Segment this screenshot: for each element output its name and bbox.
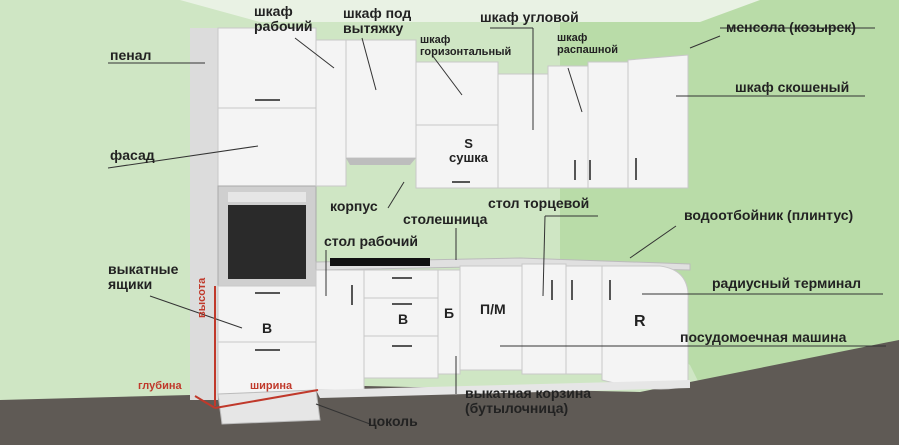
label-shkaf-skoshenyi: шкаф скошеный: [735, 79, 850, 95]
penal-side: [190, 28, 218, 400]
upper-cabinet-hinged-2: [587, 61, 629, 189]
letter-b-bottle: Б: [444, 305, 455, 321]
label-shkaf-uglovoy: шкаф угловой: [480, 9, 579, 25]
end-table: [521, 263, 567, 375]
upper-cabinet-working: [315, 39, 347, 187]
penal-mid-facade: [217, 107, 317, 187]
label-radiusnyi-terminal: радиусный терминал: [712, 275, 862, 291]
label-stol-torcevoy: стол торцевой: [488, 195, 590, 211]
label-stoleshnica: столешница: [403, 211, 488, 227]
plinth: [217, 389, 321, 425]
label-shkaf-raspashnoy: шкаф распашной: [557, 32, 619, 56]
letter-b-drawers: B: [398, 311, 409, 327]
letter-pm: П/М: [480, 301, 506, 317]
ceiling: [180, 0, 760, 22]
upper-cabinet-slanted: [627, 54, 689, 189]
bottle-basket: [437, 269, 461, 375]
oven-controls: [228, 192, 306, 202]
dim-shirina: ширина: [250, 380, 293, 392]
label-vykatnye-yashchiki: выкатные ящики: [108, 261, 179, 292]
label-shkaf-rabochiy: шкаф рабочий: [254, 3, 313, 34]
range-hood: [346, 158, 416, 165]
label-mensola: менсола (козырек): [726, 19, 856, 35]
label-sushka: S сушка: [449, 136, 489, 165]
dim-glubina: глубина: [138, 380, 182, 392]
dishwasher-facade: [459, 265, 523, 371]
letter-b-penal: B: [262, 320, 273, 336]
dimension-lines: [194, 286, 319, 409]
label-posudomoechnaya: посудомоечная машина: [680, 329, 847, 345]
drawer-upper: [217, 285, 317, 343]
base-drawer-1: [363, 269, 439, 299]
label-vodootboynik: водоотбойник (плинтус): [684, 207, 854, 223]
label-stol-rabochiy: стол рабочий: [324, 233, 418, 249]
oven-door: [228, 205, 306, 279]
upper-cabinet-hood: [345, 39, 417, 159]
upper-cabinet-hinged-1: [547, 65, 589, 189]
base-cabinet-working: [315, 269, 365, 391]
dim-vysota: высота: [196, 277, 208, 318]
label-korpus: корпус: [330, 198, 378, 214]
plinth-right: [316, 380, 690, 398]
base-drawer-3: [363, 335, 439, 379]
letter-r: R: [634, 313, 646, 330]
upper-cabinet-corner: [497, 73, 549, 189]
label-shkaf-pod-vytyazhku: шкаф под вытяжку: [343, 5, 412, 36]
label-shkaf-gorizontalnyi: шкаф горизонтальный: [420, 34, 512, 58]
cooktop: [330, 258, 430, 266]
label-cokol: цоколь: [368, 413, 418, 429]
label-penal: пенал: [110, 47, 152, 63]
label-vykatnaya-korzina: выкатная корзина (бутылочница): [465, 385, 592, 416]
label-fasad: фасад: [110, 147, 155, 163]
penal-top-facade: [217, 27, 317, 109]
leader-lines: [107, 27, 886, 425]
